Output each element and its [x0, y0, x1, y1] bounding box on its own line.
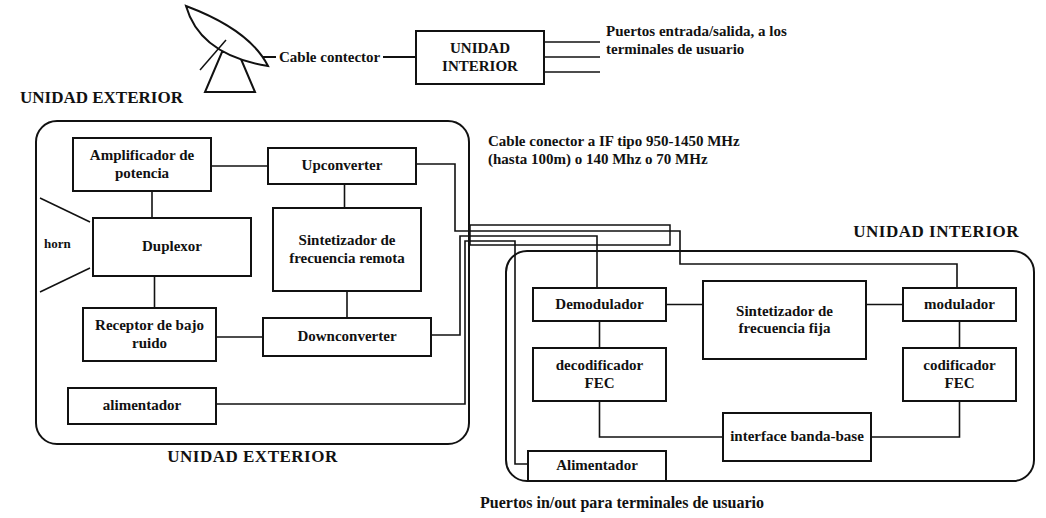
- block-label: Upconverter: [302, 157, 383, 174]
- block-box: UNIDAD INTERIOR: [415, 30, 545, 85]
- signal-line: [959, 322, 961, 347]
- block-box: Sintetizador de frecuencia fija: [702, 280, 867, 360]
- signal-line: [667, 304, 702, 306]
- block-label: Amplificador de potencia: [80, 147, 204, 182]
- if-cable: [470, 225, 670, 245]
- horn-label: horn: [44, 236, 71, 252]
- block-label: modulador: [924, 296, 995, 313]
- unit-label: UNIDAD EXTERIOR: [20, 88, 183, 108]
- signal-line: [600, 402, 723, 437]
- block-box: decodificador FEC: [532, 347, 667, 402]
- signal-line: [867, 304, 902, 306]
- cable-spec-label: Cable conector a IF tipo 950-1450 MHz (h…: [488, 132, 758, 168]
- block-box: Demodulador: [532, 287, 667, 322]
- block-label: Duplexor: [142, 238, 202, 255]
- signal-line: [217, 336, 262, 338]
- unit-heading: UNIDAD INTERIOR: [853, 222, 1019, 242]
- block-label: Alimentador: [556, 457, 638, 474]
- block-box: Alimentador: [527, 450, 667, 482]
- block-label: UNIDAD INTERIOR: [423, 40, 537, 75]
- signal-line: [872, 402, 960, 437]
- signal-line: [151, 192, 153, 217]
- block-label: Sintetizador de frecuencia fija: [710, 303, 859, 338]
- horn-line: [40, 268, 90, 292]
- block-label: Downconverter: [297, 328, 396, 345]
- block-box: modulador: [902, 287, 1017, 322]
- block-box: interface banda-base: [722, 412, 872, 462]
- signal-line: [212, 165, 267, 167]
- signal-line: [346, 292, 348, 317]
- cable-label: Cable contector: [276, 48, 383, 66]
- port-line: [545, 41, 600, 43]
- unit-heading: UNIDAD EXTERIOR: [37, 447, 468, 467]
- unit-box: UNIDAD EXTERIORAmplificador de potenciaU…: [35, 120, 470, 445]
- ports-label: Puertos entrada/salida, a los terminales…: [606, 22, 801, 58]
- horn-line: [40, 198, 90, 222]
- port-line: [545, 56, 600, 58]
- block-label: Sintetizador de frecuencia remota: [280, 232, 414, 267]
- block-box: Amplificador de potencia: [72, 137, 212, 192]
- block-box: alimentador: [67, 387, 217, 425]
- signal-line: [599, 322, 601, 347]
- port-line: [545, 71, 600, 73]
- block-box: Receptor de bajo ruido: [82, 307, 217, 362]
- block-box: Sintetizador de frecuencia remota: [272, 207, 422, 292]
- block-box: Duplexor: [92, 217, 252, 277]
- block-label: alimentador: [103, 397, 181, 414]
- block-label: Receptor de bajo ruido: [90, 317, 209, 352]
- block-box: Downconverter: [262, 317, 432, 357]
- dish-feed: [200, 40, 226, 70]
- block-box: codificador FEC: [902, 347, 1017, 402]
- block-label: codificador FEC: [910, 357, 1009, 392]
- block-box: Upconverter: [267, 147, 417, 185]
- dish-reflector: [186, 6, 268, 66]
- signal-line: [344, 185, 346, 207]
- ports-label: Puertos in/out para terminales de usuari…: [480, 493, 764, 512]
- unit-box: UNIDAD INTERIORDemoduladorSintetizador d…: [505, 250, 1035, 482]
- block-label: interface banda-base: [730, 428, 864, 445]
- block-label: Demodulador: [555, 296, 643, 313]
- block-label: decodificador FEC: [540, 357, 659, 392]
- signal-line: [154, 277, 156, 307]
